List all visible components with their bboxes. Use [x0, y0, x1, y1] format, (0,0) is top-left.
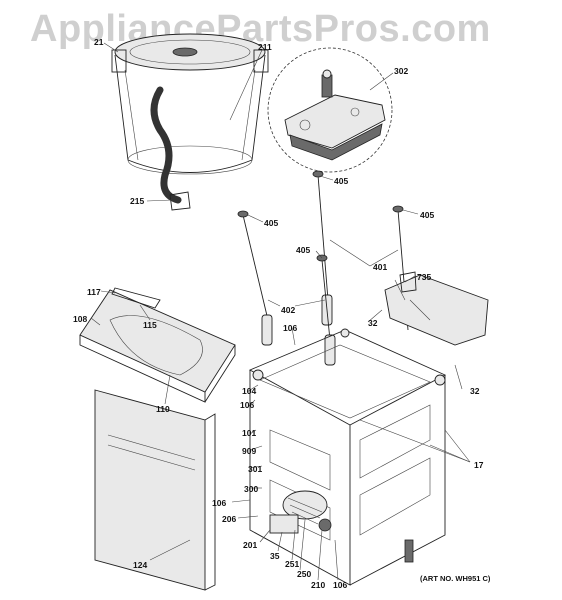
drive-assembly — [284, 69, 386, 161]
suspension-rods — [237, 170, 409, 366]
part-label-250: 250 — [297, 569, 312, 579]
part-label-106-d: 106 — [333, 580, 348, 590]
part-label-215: 215 — [130, 196, 145, 206]
part-label-735: 735 — [417, 272, 432, 282]
part-label-210: 210 — [311, 580, 326, 590]
part-label-101: 101 — [242, 428, 257, 438]
part-label-17: 17 — [474, 460, 484, 470]
part-label-21: 21 — [94, 37, 104, 47]
part-label-211: 211 — [258, 42, 272, 52]
watermark-text: AppliancePartsPros.com — [30, 8, 491, 50]
part-label-106-a: 106 — [283, 323, 298, 333]
part-label-405-d: 405 — [420, 210, 435, 220]
part-label-301: 301 — [248, 464, 263, 474]
part-label-405-a: 405 — [334, 176, 349, 186]
part-label-206: 206 — [222, 514, 237, 524]
part-label-117: 117 — [87, 287, 101, 297]
part-label-106-b: 106 — [240, 400, 255, 410]
part-label-405-c: 405 — [296, 245, 311, 255]
part-label-32-b: 32 — [470, 386, 480, 396]
part-label-405-b: 405 — [264, 218, 279, 228]
part-label-201: 201 — [243, 540, 258, 550]
bracket-assembly — [384, 271, 489, 346]
cabinet-frame — [248, 328, 447, 586]
tub-hose — [150, 86, 182, 204]
art-number: (ART NO. WH951 C) — [420, 574, 491, 583]
part-label-104: 104 — [242, 386, 257, 396]
part-label-302: 302 — [394, 66, 409, 76]
part-label-124: 124 — [133, 560, 148, 570]
motor-assembly — [269, 490, 332, 534]
part-label-106-c: 106 — [212, 498, 227, 508]
detail-circle — [267, 47, 393, 173]
part-label-115: 115 — [143, 320, 157, 330]
part-label-32-a: 32 — [368, 318, 378, 328]
part-label-401: 401 — [373, 262, 388, 272]
part-label-251: 251 — [285, 559, 300, 569]
part-label-108: 108 — [73, 314, 88, 324]
part-label-110: 110 — [156, 404, 170, 414]
part-label-909: 909 — [242, 446, 257, 456]
part-label-35: 35 — [270, 551, 280, 561]
leader-lines — [90, 42, 471, 581]
front-panel — [94, 389, 216, 591]
top-panel — [79, 287, 236, 403]
part-label-402: 402 — [281, 305, 296, 315]
outer-tub — [111, 33, 269, 175]
part-label-300: 300 — [244, 484, 259, 494]
